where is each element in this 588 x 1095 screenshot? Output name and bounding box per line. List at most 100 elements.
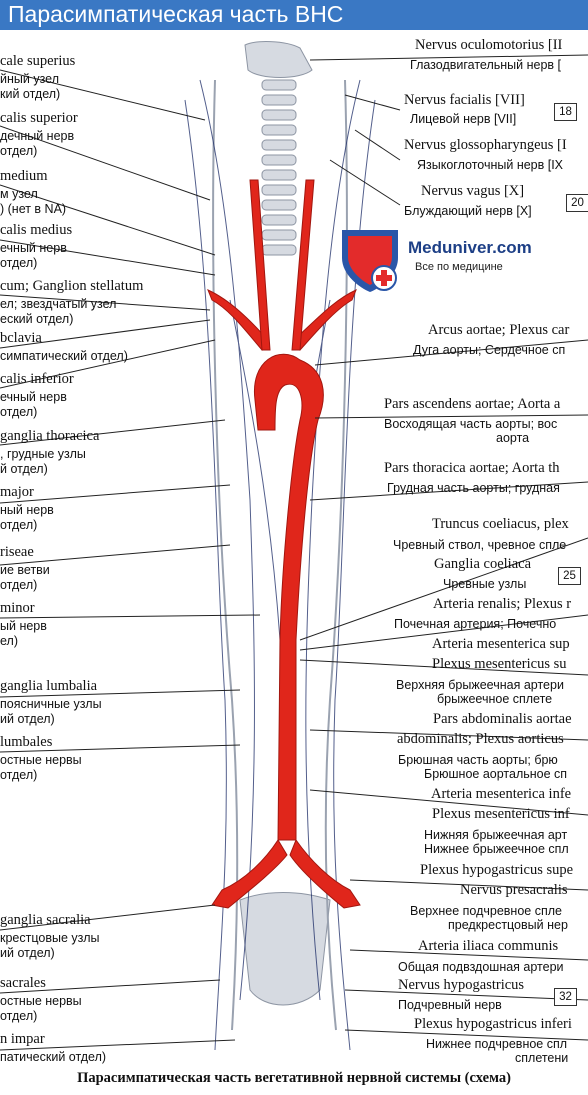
left-label-7-ru2: отдел) — [0, 405, 38, 419]
left-label-12-latin: ganglia lumbalia — [0, 678, 98, 694]
left-label-4-latin: calis medius — [0, 222, 73, 238]
right-label-12-latin2: abdominalis; Plexus aorticus — [397, 731, 564, 747]
left-label-1-ru1: йный узел — [0, 72, 59, 86]
spinal-column — [239, 41, 331, 1006]
right-label-14-latin2: Nervus presacralis — [460, 882, 568, 898]
left-label-8-latin: ganglia thoracica — [0, 428, 100, 444]
left-label-9-ru1: ный нерв — [0, 503, 54, 517]
left-label-12-ru1: поясничные узлы — [0, 697, 102, 711]
left-label-6-latin: bclavia — [0, 330, 42, 346]
right-label-14-ru: Верхнее подчревное спле — [410, 904, 562, 918]
left-label-2-ru2: отдел) — [0, 144, 38, 158]
left-label-11-latin: minor — [0, 600, 35, 616]
right-label-9-latin: Ganglia coeliaca — [434, 556, 532, 572]
left-label-14-ru1: крестцовые узлы — [0, 931, 100, 945]
left-label-11-ru1: ый нерв — [0, 619, 47, 633]
left-label-6-ru1: симпатический отдел) — [0, 349, 128, 363]
right-label-11-latin: Arteria mesenterica sup — [432, 636, 570, 652]
right-label-5-ru: Дуга аорты; Сердечное сп — [413, 343, 566, 357]
right-label-6-ru: Восходящая часть аорты; вос — [384, 417, 558, 431]
right-label-11-latin2: Plexus mesentericus su — [432, 656, 567, 672]
right-label-16-ref-box: 32 — [554, 988, 577, 1006]
left-label-15-latin: sacrales — [0, 975, 46, 991]
left-label-2-ru1: дечный нерв — [0, 129, 75, 143]
right-label-2-ru: Лицевой нерв [VII] — [410, 112, 517, 126]
right-label-15-ru: Общая подвздошная артери — [398, 960, 564, 974]
right-label-3-ru: Языкоглоточный нерв [IX — [417, 158, 564, 172]
right-label-6-latin: Pars ascendens aortae; Aorta a — [384, 396, 561, 412]
left-label-4-ru1: ечный нерв — [0, 241, 67, 255]
right-label-13-latin2: Plexus mesentericus inf — [432, 806, 570, 822]
left-label-3-ru2: ) (нет в NA) — [0, 202, 67, 216]
right-label-10-latin: Arteria renalis; Plexus r — [433, 596, 572, 612]
right-label-1-latin: Nervus oculomotorius [II — [415, 37, 563, 53]
page-title: Парасимпатическая часть ВНС — [8, 1, 344, 27]
meduniver-shield-icon — [342, 230, 398, 292]
left-label-13-latin: lumbales — [0, 734, 53, 750]
right-label-7-ru: Грудная часть аорты; грудная — [387, 481, 560, 495]
left-label-12-ru2: ий отдел) — [0, 712, 55, 726]
aorta — [207, 179, 361, 909]
left-label-5-latin: cum; Ganglion stellatum — [0, 278, 144, 294]
left-label-14-latin: ganglia sacralia — [0, 912, 91, 928]
left-label-13-ru1: остные нервы — [0, 753, 82, 767]
right-label-16-ru: Подчревный нерв — [398, 998, 502, 1012]
right-label-10-ru: Почечная артерия; Почечно — [394, 617, 557, 631]
left-label-5-ru2: еский отдел) — [0, 312, 74, 326]
right-label-5-latin: Arcus aortae; Plexus car — [428, 322, 570, 338]
right-label-12-ru: Брюшная часть аорты; брю — [398, 753, 558, 767]
left-label-14-ru2: ий отдел) — [0, 946, 55, 960]
right-label-12-latin: Pars abdominalis aortae — [433, 711, 572, 727]
brand-tagline: Все по медицине — [415, 261, 503, 273]
header-bar: Парасимпатическая часть ВНС — [0, 0, 588, 30]
right-label-8-latin: Truncus coeliacus, plex — [432, 516, 569, 532]
left-label-10-ru1: ие ветви — [0, 563, 50, 577]
anatomy-illustration — [0, 41, 588, 1051]
right-label-11-ru: Верхняя брыжеечная артери — [396, 678, 564, 692]
left-label-10-ru2: отдел) — [0, 578, 38, 592]
brand-name: Meduniver.com — [408, 238, 532, 257]
right-label-4-latin: Nervus vagus [X] — [421, 183, 525, 199]
right-label-7-latin: Pars thoracica aortae; Aorta th — [384, 460, 560, 476]
right-label-12-ru2: Брюшное аортальное сп — [424, 767, 568, 781]
right-label-17-ru: Нижнее подчревное спл — [426, 1037, 568, 1051]
right-label-4-ref-box: 20 — [566, 194, 588, 212]
right-label-16-latin: Nervus hypogastricus — [398, 977, 525, 993]
right-label-13-latin: Arteria mesenterica infe — [431, 786, 572, 802]
anatomy-figure — [0, 30, 588, 1065]
left-label-16-ru1: патический отдел) — [0, 1050, 107, 1064]
left-label-1-latin: cale superius — [0, 53, 76, 69]
left-label-8-ru1: , грудные узлы — [0, 447, 86, 461]
left-label-3-ru1: м узел — [0, 187, 38, 201]
right-label-13-ru2: Нижнее брыжеечное спл — [424, 842, 569, 856]
right-label-2-latin: Nervus facialis [VII] — [404, 92, 525, 108]
right-label-3-latin: Nervus glossopharyngeus [I — [404, 137, 567, 153]
left-label-1-ru2: кий отдел) — [0, 87, 61, 101]
leader-lines-left — [0, 69, 261, 1051]
meduniver-watermark: Meduniver.com Все по медицине — [338, 228, 548, 290]
left-label-3-latin: medium — [0, 168, 48, 184]
right-label-17-latin: Plexus hypogastricus inferi — [414, 1016, 572, 1032]
left-label-11-ru2: ел) — [0, 634, 18, 648]
leader-lines-right — [299, 54, 588, 1041]
right-label-14-ru2: предкрестцовый нер — [448, 918, 568, 932]
left-label-7-ru1: ечный нерв — [0, 390, 67, 404]
left-label-10-latin: riseae — [0, 544, 34, 560]
right-label-2-ref-box: 18 — [554, 103, 577, 121]
left-label-15-ru2: отдел) — [0, 1009, 38, 1023]
left-label-13-ru2: отдел) — [0, 768, 38, 782]
left-label-9-ru2: отдел) — [0, 518, 38, 532]
right-label-17-ru2: сплетени — [515, 1051, 569, 1065]
figure-caption: Парасимпатическая часть вегетативной нер… — [77, 1070, 511, 1086]
right-label-14-latin: Plexus hypogastricus supe — [420, 862, 574, 878]
right-label-11-ru2: брыжеечное сплете — [437, 692, 553, 706]
right-label-13-ru: Нижняя брыжеечная арт — [424, 828, 568, 842]
right-label-1-ru: Глазодвигательный нерв [ — [410, 58, 561, 72]
left-label-15-ru1: остные нервы — [0, 994, 82, 1008]
left-label-4-ru2: отдел) — [0, 256, 38, 270]
left-label-7-latin: calis inferior — [0, 371, 74, 387]
right-label-9-ref-box: 25 — [558, 567, 581, 585]
left-label-16-latin: n impar — [0, 1031, 45, 1047]
left-label-8-ru2: й отдел) — [0, 462, 48, 476]
right-label-6-ru2: аорта — [496, 431, 530, 445]
